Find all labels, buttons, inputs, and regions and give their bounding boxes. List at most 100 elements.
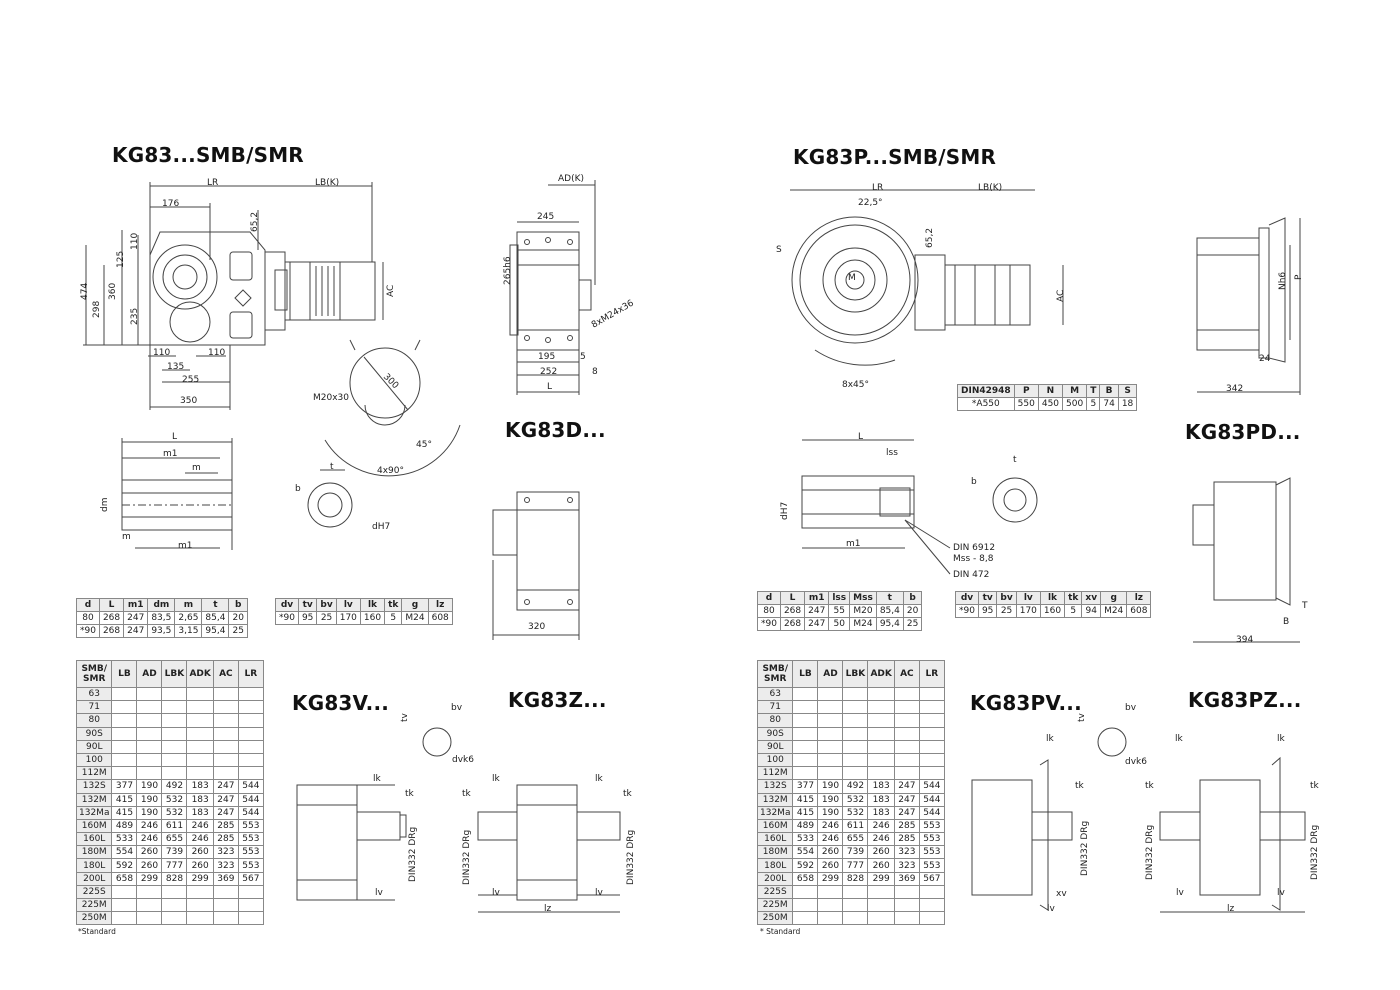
motor-cell: 655 bbox=[161, 832, 188, 847]
motor-cell: 299 bbox=[867, 871, 895, 886]
table-row: 112M bbox=[75, 766, 264, 781]
motor-cell: 739 bbox=[842, 845, 869, 860]
motor-cell bbox=[918, 700, 945, 715]
motor-cell: 658 bbox=[111, 871, 138, 886]
motor-size-cell: 80 bbox=[756, 713, 794, 728]
motor-cell: 377 bbox=[111, 779, 138, 794]
motor-cell: 553 bbox=[918, 845, 945, 860]
solid-cell: 5 bbox=[1064, 604, 1083, 618]
table-row: 112M bbox=[756, 766, 945, 781]
solid-cell: M24 bbox=[1100, 604, 1128, 618]
shaft-cell: 83,5 bbox=[147, 611, 176, 625]
motor-cell: 377 bbox=[792, 779, 819, 794]
shaft-cell: 3,15 bbox=[174, 624, 203, 638]
motor-cell bbox=[817, 726, 844, 741]
flange-cell: 18 bbox=[1117, 397, 1138, 411]
motor-size-cell: 200L bbox=[75, 871, 113, 886]
motor-cell bbox=[893, 897, 920, 913]
motor-cell bbox=[867, 897, 895, 913]
motor-cell bbox=[817, 686, 844, 702]
table-row: *90 95 25 170 160 5 M24 608 bbox=[275, 611, 453, 625]
motor-cell: 247 bbox=[212, 779, 239, 794]
motor-size-cell: 225S bbox=[756, 884, 794, 900]
shaft-cell: 20 bbox=[902, 604, 923, 618]
dim-135: 135 bbox=[167, 362, 185, 372]
motor-cell bbox=[842, 713, 869, 728]
motor-cell: 567 bbox=[237, 871, 264, 886]
dim-din-z-right: DIN332 DRg bbox=[626, 829, 636, 885]
table-row: 80 bbox=[756, 713, 945, 728]
motor-size-cell: 132S bbox=[756, 779, 794, 794]
dim-tk-v: tk bbox=[405, 789, 414, 799]
motor-cell bbox=[136, 766, 163, 781]
solid-header: tv bbox=[297, 598, 318, 612]
motor-cell bbox=[867, 726, 895, 741]
motor-cell bbox=[111, 766, 138, 781]
motor-cell bbox=[817, 766, 844, 781]
dim-235: 235 bbox=[130, 307, 140, 325]
solid-header: lz bbox=[427, 598, 453, 612]
dim-110-b: 110 bbox=[153, 348, 171, 358]
dim-b-pd: B bbox=[1283, 617, 1290, 627]
label-din472: DIN 472 bbox=[953, 570, 990, 580]
shaft-cell: 80 bbox=[76, 611, 100, 625]
motor-cell bbox=[136, 713, 163, 728]
motor-cell: 553 bbox=[237, 832, 264, 847]
motor-cell: 285 bbox=[893, 818, 920, 834]
shaft-cell: 80 bbox=[757, 604, 781, 618]
motor-cell bbox=[212, 739, 239, 754]
dim-252: 252 bbox=[540, 367, 558, 377]
motor-cell: 190 bbox=[136, 805, 163, 820]
shaft-cell: 247 bbox=[804, 617, 830, 631]
flange-header: N bbox=[1037, 384, 1064, 398]
motor-cell bbox=[186, 713, 214, 728]
shaft-cell: 93,5 bbox=[147, 624, 176, 638]
motor-cell bbox=[136, 700, 163, 715]
motor-cell: 183 bbox=[867, 805, 895, 820]
motor-cell bbox=[186, 752, 214, 768]
motor-cell bbox=[161, 897, 188, 913]
solid-cell: 25 bbox=[996, 604, 1017, 618]
motor-cell: 323 bbox=[893, 845, 920, 860]
motor-cell: 247 bbox=[893, 805, 920, 820]
motor-size-cell: 100 bbox=[75, 752, 113, 768]
table-row: 71 bbox=[756, 700, 945, 715]
solid-shaft-table-right: dv tv bv lv lk tk xv g lz *90 95 25 170 … bbox=[955, 591, 1152, 618]
solid-cell: 5 bbox=[384, 611, 403, 625]
dim-din-pz-right: DIN332 DRg bbox=[1310, 824, 1320, 880]
motor-cell: 415 bbox=[111, 805, 138, 820]
dim-lk-z-right: lk bbox=[595, 774, 603, 784]
dim-24: 24 bbox=[1259, 354, 1271, 364]
dim-tv-left: tv bbox=[400, 713, 410, 722]
dim-lk-pz-right: lk bbox=[1277, 734, 1285, 744]
motor-cell: 611 bbox=[842, 818, 869, 834]
motor-cell bbox=[918, 766, 945, 781]
motor-cell bbox=[212, 752, 239, 768]
motor-cell bbox=[842, 752, 869, 768]
flange-cell: 450 bbox=[1037, 397, 1064, 411]
motor-size-cell: 160L bbox=[75, 832, 113, 847]
motor-cell bbox=[161, 752, 188, 768]
dim-lk-z-left: lk bbox=[492, 774, 500, 784]
motor-cell bbox=[111, 911, 138, 926]
table-row: 225S bbox=[75, 884, 264, 900]
motor-cell bbox=[161, 911, 188, 926]
dim-195: 195 bbox=[538, 352, 556, 362]
motor-size-cell: 225M bbox=[756, 897, 794, 913]
table-row: 90L bbox=[756, 739, 945, 754]
motor-cell bbox=[237, 897, 264, 913]
motor-cell bbox=[111, 752, 138, 768]
motor-cell: 285 bbox=[893, 832, 920, 847]
flange-detail-left bbox=[324, 339, 461, 477]
motor-size-cell: 132Ma bbox=[75, 805, 113, 820]
flange-header: P bbox=[1013, 384, 1039, 398]
motor-cell: 553 bbox=[918, 832, 945, 847]
dim-lr-left: LR bbox=[207, 178, 219, 188]
motor-cell: 533 bbox=[111, 832, 138, 847]
shaft-cell: 268 bbox=[98, 624, 125, 638]
motor-cell bbox=[111, 739, 138, 754]
dim-4x90: 4x90° bbox=[377, 466, 405, 476]
table-row: 250M bbox=[756, 911, 945, 926]
